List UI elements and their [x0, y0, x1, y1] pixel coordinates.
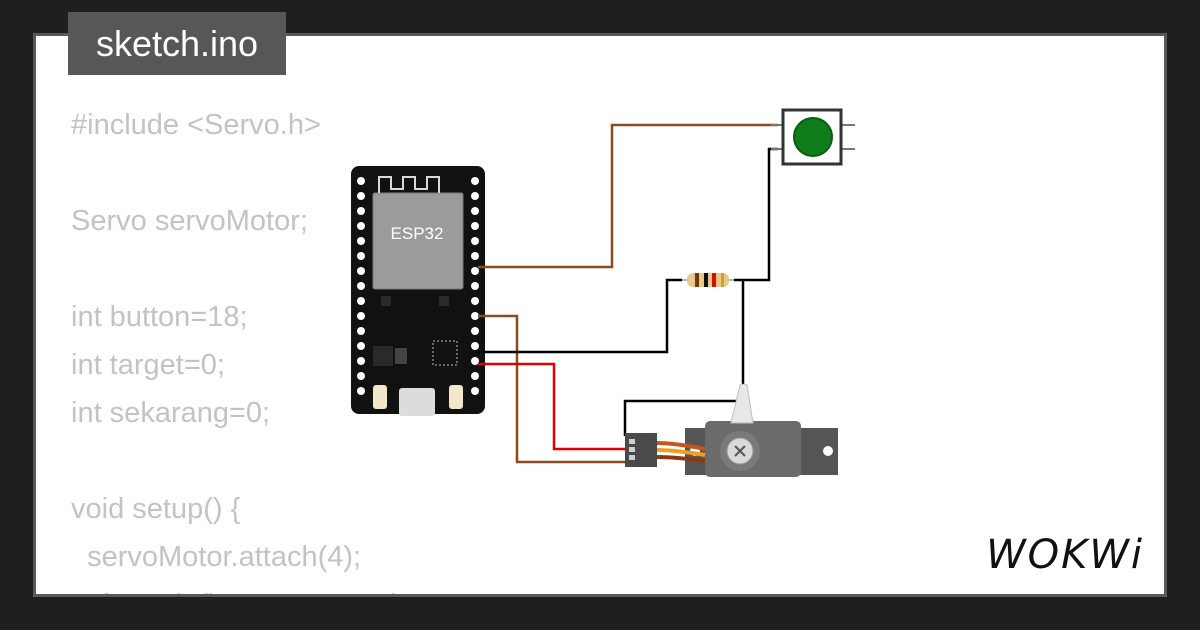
code-line: void setup() {: [71, 493, 241, 525]
preview-card: #include <Servo.h> Servo servoMotor; int b…: [33, 33, 1167, 597]
wire-button-ground: [734, 147, 778, 282]
code-line: servoMotor.attach(4);: [71, 541, 362, 573]
servo-motor[interactable]: [625, 383, 838, 477]
code-line: int button=18;: [71, 301, 248, 333]
resistor[interactable]: [682, 273, 734, 287]
code-line: pinMode(button, INPUT);: [71, 581, 409, 594]
wire-servo-power: [478, 362, 625, 451]
wire-servo-signal: [478, 314, 625, 464]
button-cap[interactable]: [793, 117, 833, 157]
wires: [478, 123, 778, 464]
wire-button-signal: [478, 123, 778, 269]
code-preview: #include <Servo.h> Servo servoMotor; int b…: [71, 101, 409, 594]
circuit-diagram: ESP32: [351, 108, 855, 477]
code-line: int target=0;: [71, 349, 225, 381]
code-line: Servo servoMotor;: [71, 205, 308, 237]
wire-ground-resistor: [478, 278, 682, 354]
esp32-chip-label: ESP32: [391, 224, 444, 243]
file-name-tab[interactable]: sketch.ino: [68, 12, 286, 75]
wokwi-logo: WOKWi: [986, 532, 1144, 578]
push-button[interactable]: [771, 108, 855, 166]
code-line: #include <Servo.h>: [71, 109, 321, 141]
code-line: int sekarang=0;: [71, 397, 271, 429]
esp32-board[interactable]: ESP32: [351, 166, 485, 416]
wire-servo-ground: [623, 280, 745, 436]
